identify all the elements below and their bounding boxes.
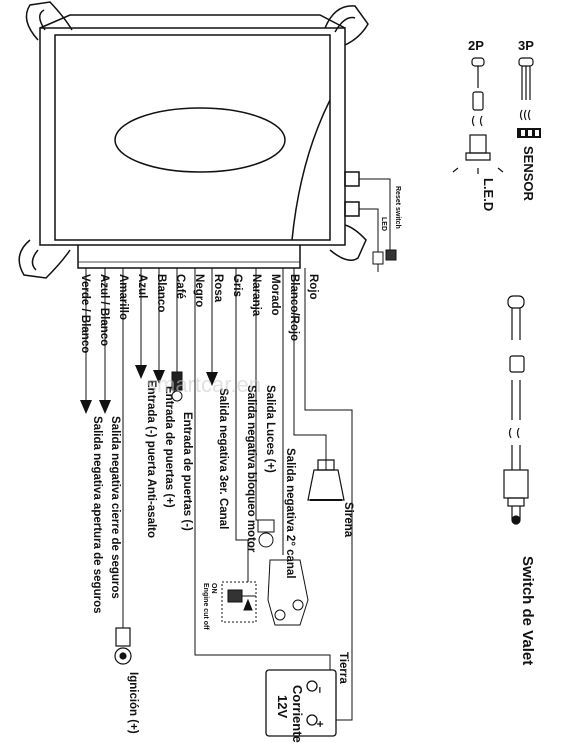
wire-label-azul: Azul (136, 274, 148, 298)
two-p-label: 2P (468, 38, 484, 53)
puertas-pos-label: Entrada de puertas (+) (163, 386, 175, 508)
anti-asalto-label: Entrada (-) puerta Anti-asalto (145, 380, 157, 538)
cafe-connector (171, 371, 183, 402)
reset-switch-label: Reset switch (394, 186, 401, 229)
module-side-leads (359, 178, 397, 272)
wire-arrows (80, 365, 218, 414)
sensor-label: SENSOR (521, 146, 536, 202)
wire-label-rosa: Rosa (212, 274, 224, 303)
wire-label-negro: Negro (193, 274, 205, 307)
puertas-neg-label: Entrada de puertas (-) (181, 412, 193, 531)
wire-label-blanco-rojo: Blanco/Rojo (288, 274, 300, 341)
valet-switch-icon (503, 295, 529, 525)
legend-led-label: L.E.D (481, 178, 496, 211)
wire-label-gris: Gris (231, 274, 243, 297)
valet-switch-label: Switch de Valet (519, 556, 536, 665)
alarm-module (18, 1, 369, 279)
watermark: smartcar.en (146, 372, 261, 397)
car-icon (267, 448, 309, 626)
wire-label-morado: Morado (269, 274, 281, 316)
wire-gris-line (235, 268, 249, 600)
wire-color-labels: Rojo Blanco/Rojo Morado Naranja Gris Ros… (79, 274, 319, 353)
wire-label-cafe: Café (174, 274, 186, 299)
bloqueo-motor-label: Salida negativa bloqueo motor (245, 385, 257, 553)
sirena-label: Sirena (342, 502, 354, 538)
wire-lines (85, 268, 353, 721)
function-labels: Sirena Salida negativa 2° canal Salida L… (91, 380, 354, 734)
relay-on-label: ON (210, 583, 217, 594)
siren-icon (307, 459, 345, 501)
wire-label-naranja: Naranja (250, 274, 262, 317)
lamp-icon (255, 385, 275, 548)
led-lead-label: LED (380, 217, 387, 231)
battery-minus: − (313, 687, 325, 694)
wire-label-rojo: Rojo (307, 274, 319, 300)
battery-plus: + (313, 721, 325, 728)
wire-label-amarillo: Amarillo (117, 274, 129, 320)
battery-corriente: Corriente (290, 685, 305, 743)
wire-blanco-rojo-line (293, 268, 327, 470)
wire-rojo-line (304, 268, 353, 721)
ignicion-label: Ignición (+) (127, 672, 139, 734)
apertura-label: Salida negativa apertura de seguros (91, 416, 103, 614)
three-p-label: 3P (518, 38, 534, 53)
battery-icon (265, 669, 337, 737)
salida-luces-label: Salida Luces (+) (264, 385, 276, 473)
relay-icon (221, 581, 257, 623)
wire-label-blanco: Blanco (155, 274, 167, 312)
ignition-key-icon (114, 627, 132, 665)
wire-label-azul-blanco: Azul / Blanco (98, 274, 110, 346)
salida-neg-2-label: Salida negativa 2° canal (284, 448, 296, 579)
connector-legend: 2P 3P SENSOR L.E.D (452, 38, 541, 211)
battery-voltage: 12V (275, 695, 290, 718)
tercer-canal-label: Salida negativa 3er. Canal (217, 388, 229, 529)
wire-negro-line (194, 268, 331, 670)
engine-cut-off-label: Engine cut off (202, 583, 209, 630)
cierre-label: Salida negativa cierre de seguros (109, 416, 121, 599)
tierra-label: Tierra (337, 652, 349, 684)
wire-label-verde-blanco: Verde / Blanco (79, 274, 91, 353)
